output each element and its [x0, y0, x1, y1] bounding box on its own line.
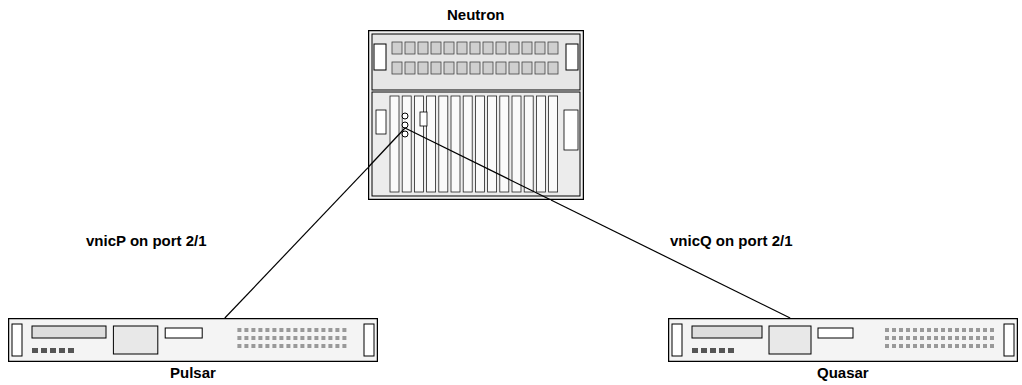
- device-name: Neutron: [447, 6, 505, 23]
- server-illustration: [668, 318, 1018, 362]
- server: Quasar: [668, 318, 1018, 362]
- server-illustration: [8, 318, 378, 362]
- network-link: [225, 168, 368, 318]
- chassis: Neutron: [368, 30, 584, 200]
- device-name: Quasar: [817, 364, 869, 381]
- link-label: vnicQ on port 2/1: [668, 232, 795, 249]
- link-label: vnicP on port 2/1: [84, 232, 209, 249]
- server: Pulsar: [8, 318, 378, 362]
- chassis-illustration: [368, 30, 584, 200]
- device-name: Pulsar: [170, 364, 216, 381]
- network-link: [551, 200, 790, 318]
